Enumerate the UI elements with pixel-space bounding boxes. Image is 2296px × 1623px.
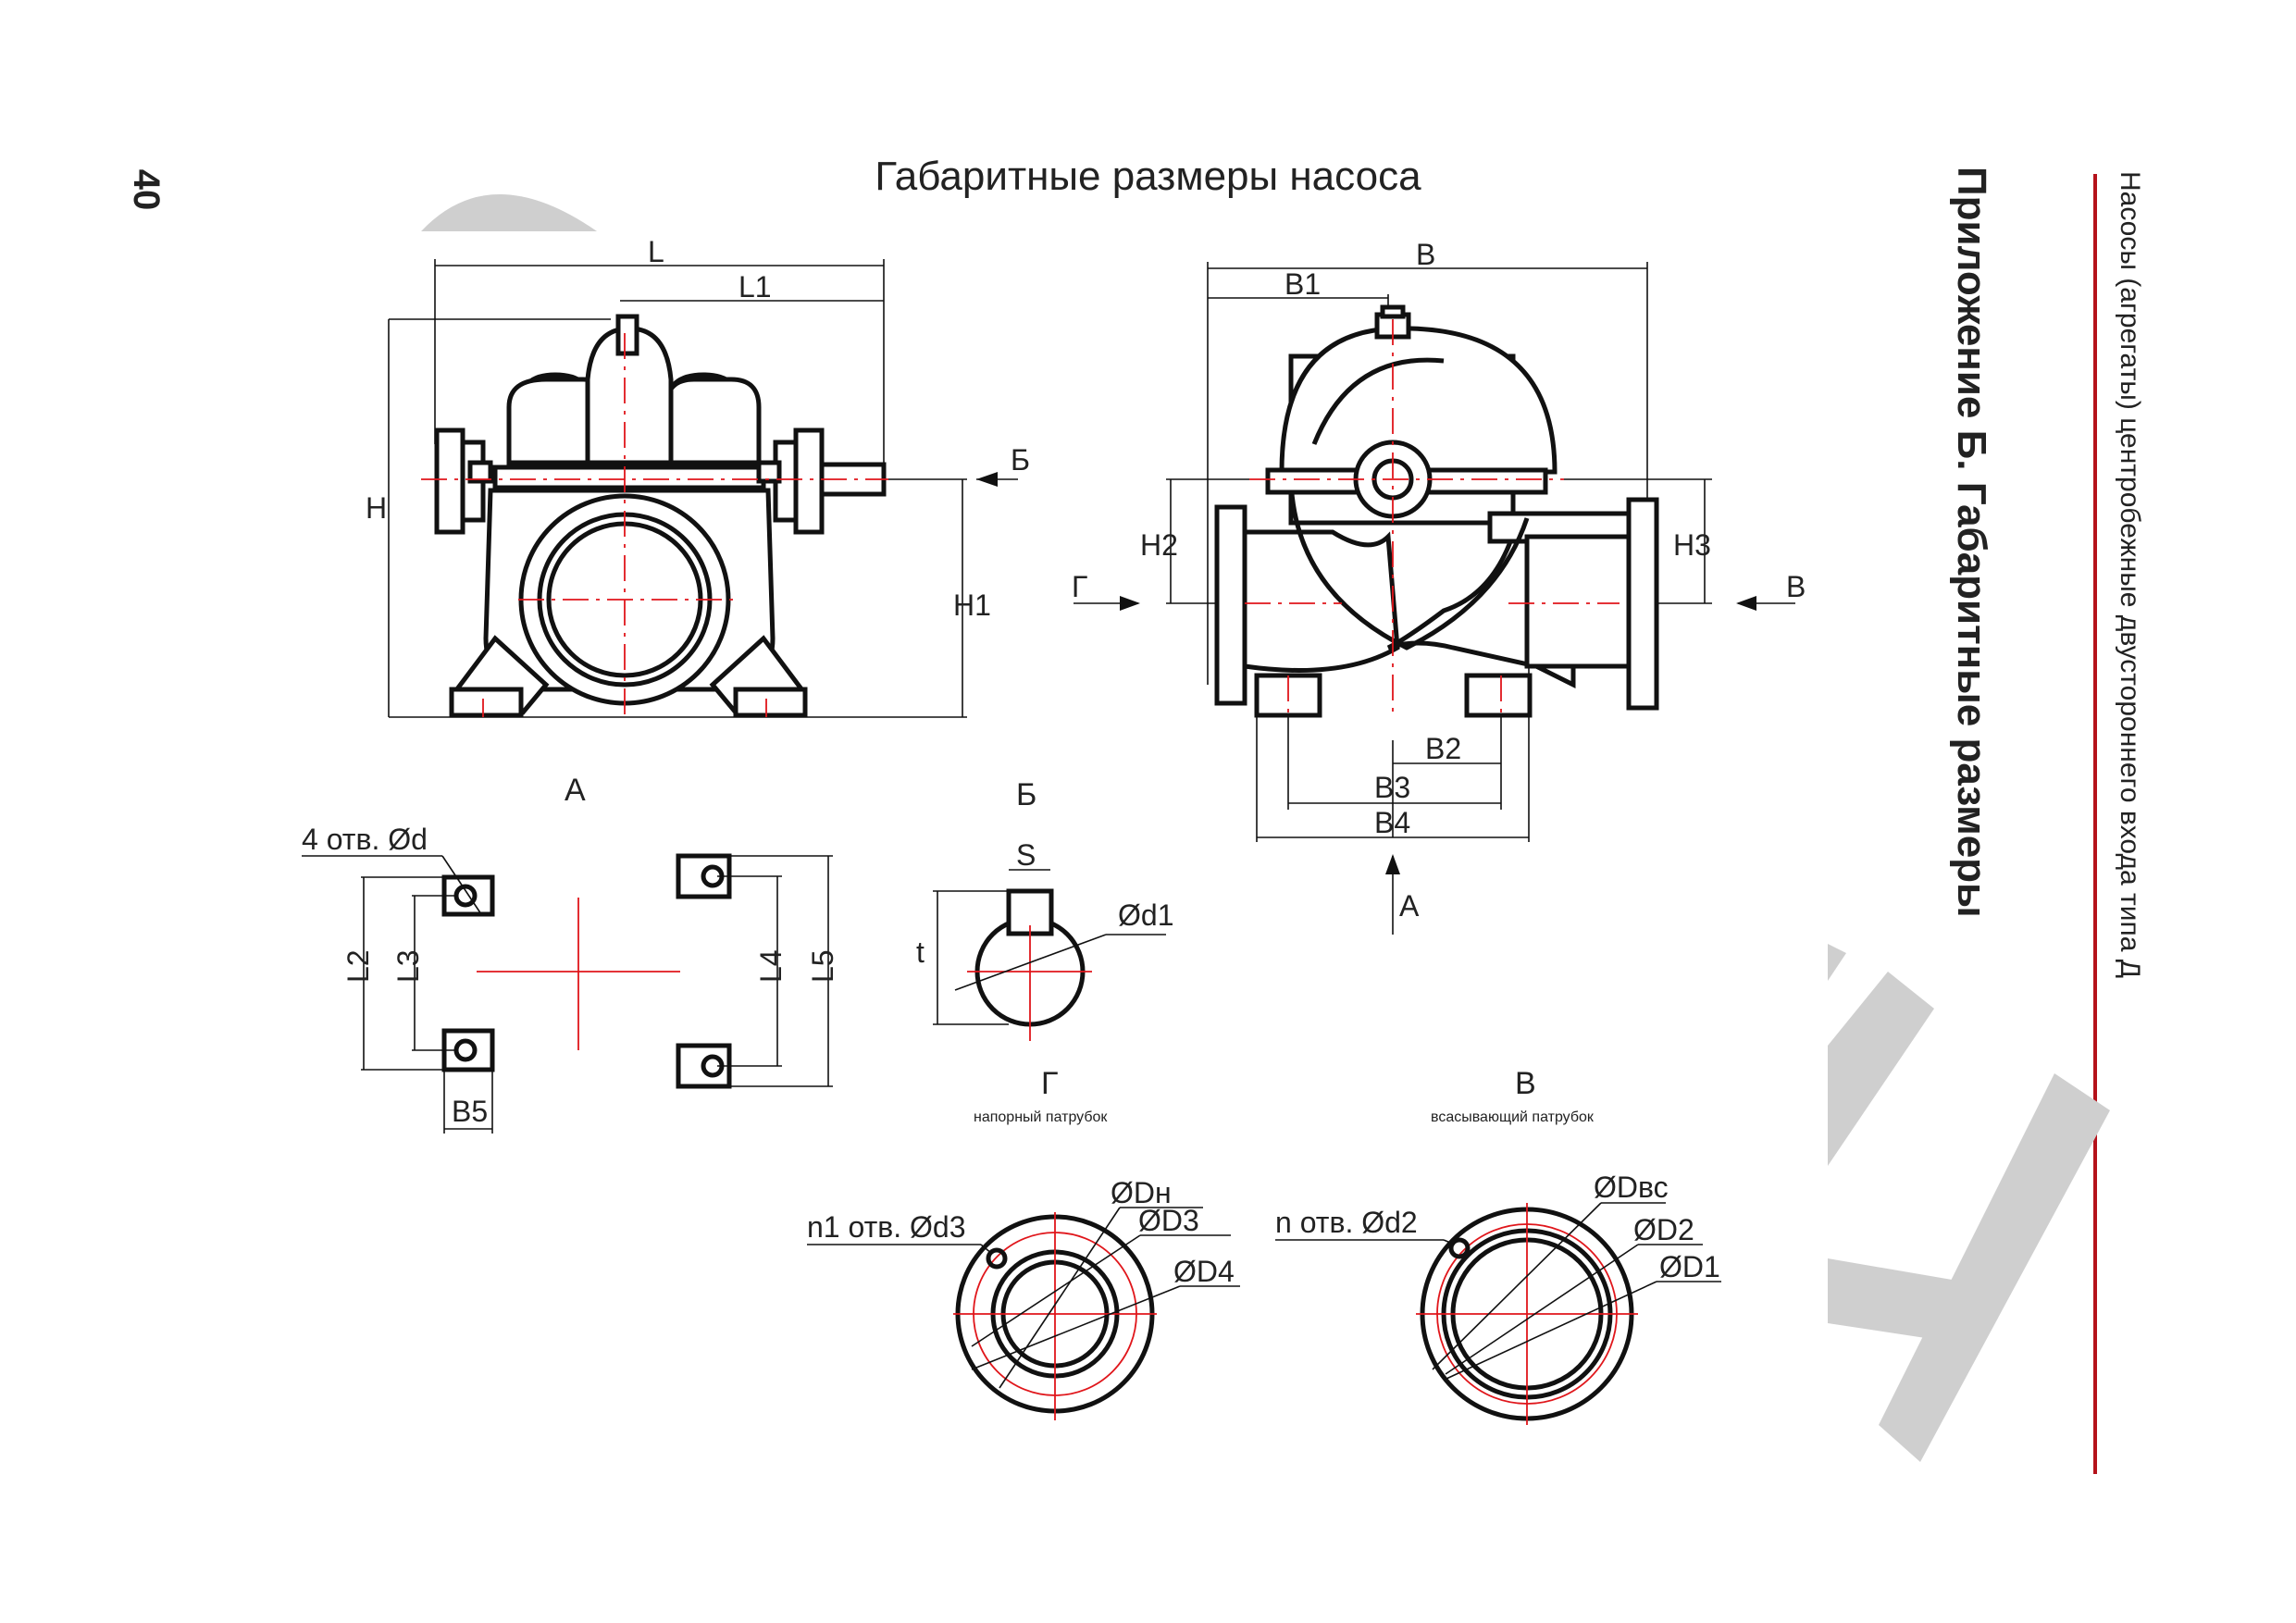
dim-L: L bbox=[648, 235, 664, 268]
dim-H1: H1 bbox=[953, 588, 991, 622]
base-holes-label: 4 отв. Ød bbox=[302, 823, 428, 856]
dim-H3: H3 bbox=[1673, 528, 1711, 562]
dim-L4: L4 bbox=[754, 949, 788, 983]
accent-line bbox=[2093, 174, 2097, 1474]
dim-t: t bbox=[916, 935, 925, 969]
shaft-caption: Б bbox=[1016, 777, 1036, 812]
dim-B4: B4 bbox=[1374, 806, 1410, 839]
arrow-g-label: Г bbox=[1072, 570, 1087, 603]
page-title: Габаритные размеры насоса bbox=[875, 154, 1421, 199]
discharge-caption: Г bbox=[1041, 1066, 1058, 1101]
suction-subcaption: всасывающий патрубок bbox=[1431, 1109, 1595, 1125]
dim-B1: B1 bbox=[1285, 267, 1321, 301]
discharge-view: Г напорный патрубок n1 отв. Ød3 ØDн ØD3 … bbox=[807, 1066, 1240, 1420]
dim-H: H bbox=[366, 491, 387, 525]
dim-D3: ØD3 bbox=[1138, 1204, 1199, 1237]
arrow-a-label: А bbox=[1399, 889, 1420, 923]
dim-D2: ØD2 bbox=[1633, 1213, 1694, 1246]
suction-view: В всасывающий патрубок n отв. Ød2 ØDвс Ø… bbox=[1275, 1066, 1721, 1425]
dim-L2: L2 bbox=[341, 949, 375, 983]
dim-B3: B3 bbox=[1374, 771, 1410, 804]
arrow-v-label: В bbox=[1786, 570, 1806, 603]
dim-L3: L3 bbox=[391, 949, 425, 983]
discharge-holes-label: n1 отв. Ød3 bbox=[807, 1210, 966, 1244]
dim-B5: B5 bbox=[452, 1095, 488, 1128]
dim-H2: H2 bbox=[1140, 528, 1178, 562]
dim-B: B bbox=[1416, 238, 1435, 271]
dim-B2: B2 bbox=[1425, 732, 1461, 765]
side-view: B B1 B2 B3 B4 H2 H3 Г В А bbox=[1072, 238, 1806, 935]
front-view: L L1 H H1 Б bbox=[366, 235, 1030, 718]
shaft-view: Б S t Ød1 bbox=[916, 777, 1173, 1041]
discharge-subcaption: напорный патрубок bbox=[974, 1109, 1108, 1125]
suction-caption: В bbox=[1515, 1066, 1536, 1101]
dim-D1: ØD1 bbox=[1659, 1250, 1720, 1283]
dim-d1: Ød1 bbox=[1118, 898, 1173, 932]
watermark-graphic bbox=[421, 194, 2110, 1462]
dim-L1: L1 bbox=[738, 270, 772, 304]
dim-DN: ØDн bbox=[1111, 1176, 1172, 1209]
dim-DVC: ØDвс bbox=[1594, 1171, 1669, 1204]
base-view: А 4 отв. Ød L2 L3 L4 L5 B5 bbox=[302, 773, 839, 1134]
suction-holes-label: n отв. Ød2 bbox=[1275, 1206, 1418, 1239]
dim-S: S bbox=[1016, 838, 1036, 872]
arrow-b-label: Б bbox=[1011, 443, 1030, 477]
dim-L5: L5 bbox=[806, 949, 839, 983]
dim-D4: ØD4 bbox=[1173, 1255, 1235, 1288]
base-caption: А bbox=[565, 773, 586, 808]
